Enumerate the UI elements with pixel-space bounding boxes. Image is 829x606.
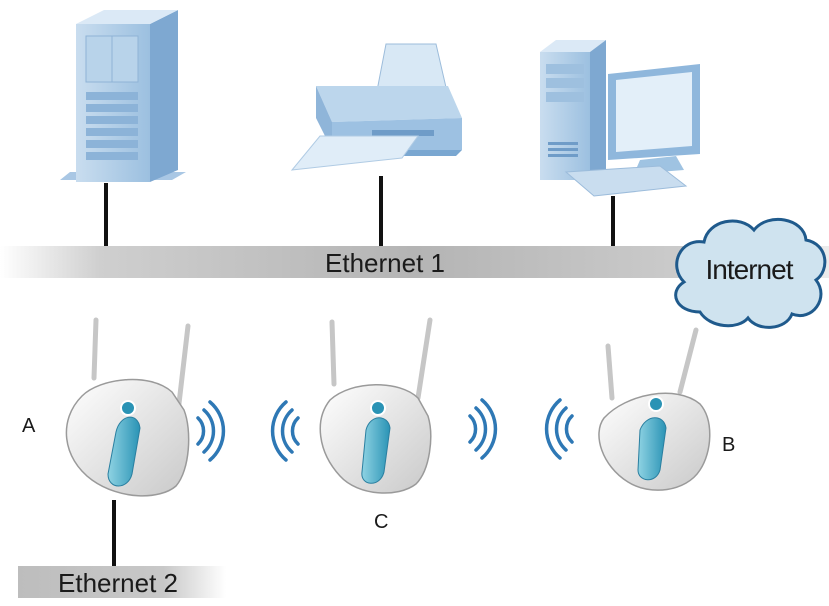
access-point-c-label: C bbox=[374, 511, 388, 533]
ethernet-1-label: Ethernet 1 bbox=[325, 248, 445, 278]
access-point-c-icon bbox=[319, 317, 433, 494]
ethernet-2-bus bbox=[18, 566, 226, 598]
wireless-signal-icon bbox=[468, 398, 574, 460]
printer-icon bbox=[290, 43, 462, 171]
internet-label: Internet bbox=[706, 254, 794, 285]
access-point-a-icon bbox=[65, 317, 191, 497]
internet-cloud-icon bbox=[674, 217, 827, 329]
server-icon bbox=[60, 10, 186, 182]
ethernet-2-label: Ethernet 2 bbox=[58, 568, 178, 598]
wireless-signal-icon bbox=[196, 400, 300, 462]
access-point-b-label: B bbox=[722, 434, 735, 456]
access-point-a-label: A bbox=[22, 415, 36, 437]
desktop-computer-icon bbox=[540, 40, 700, 197]
access-point-b-icon bbox=[598, 327, 711, 491]
